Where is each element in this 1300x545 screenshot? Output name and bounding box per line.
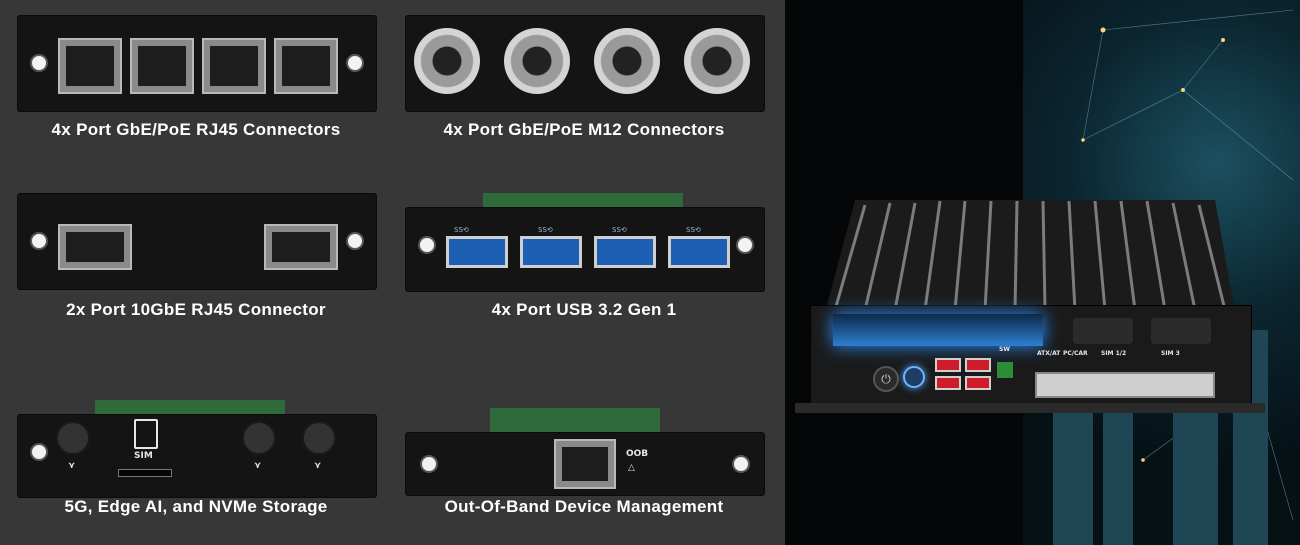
usb-port	[668, 236, 730, 268]
sim-slot	[118, 469, 172, 477]
usb-module-bracket: SS⟲ SS⟲ SS⟲ SS⟲	[405, 207, 765, 292]
m12-connector	[504, 28, 570, 94]
front-usb-port	[935, 358, 961, 372]
db9-cover	[1151, 318, 1211, 344]
mount-hole	[30, 54, 48, 72]
front-panel: ⏻ SW ATX/AT PC/CAR SIM 1/2 SIM 3	[810, 305, 1252, 412]
usb-logo-label: SS⟲	[454, 226, 469, 234]
usb-logo-label: SS⟲	[686, 226, 701, 234]
atx-label: ATX/AT	[1037, 350, 1061, 357]
network-icon: △	[628, 463, 635, 473]
usb-port	[446, 236, 508, 268]
mount-hole	[418, 236, 436, 254]
mount-hole	[30, 443, 48, 461]
rj45-port	[58, 38, 122, 94]
mount-hole	[732, 455, 750, 473]
mount-hole	[420, 455, 438, 473]
m12-connector	[414, 28, 480, 94]
module-caption: 4x Port USB 3.2 Gen 1	[491, 300, 677, 319]
module-caption: 2x Port 10GbE RJ45 Connector	[66, 300, 326, 319]
antenna-connector	[302, 421, 336, 455]
usb-logo-label: SS⟲	[538, 226, 553, 234]
heatsink-fins	[825, 200, 1235, 313]
oob-module-bracket: OOB △	[405, 432, 765, 496]
front-usb-port	[935, 376, 961, 390]
rj45-port	[202, 38, 266, 94]
reset-button	[903, 366, 925, 388]
mount-hole	[736, 236, 754, 254]
rj45-port	[274, 38, 338, 94]
front-usb-port	[965, 376, 991, 390]
rj45-port	[58, 224, 132, 270]
power-button: ⏻	[873, 366, 899, 392]
module-gallery: 4x Port GbE/PoE RJ45 Connectors 4x Port …	[17, 15, 765, 516]
mount-bracket	[795, 403, 1265, 413]
drive-tray	[1035, 372, 1215, 398]
module-caption: 4x Port GbE/PoE RJ45 Connectors	[51, 120, 341, 139]
m12-connector	[684, 28, 750, 94]
module-caption: 5G, Edge AI, and NVMe Storage	[64, 497, 328, 516]
expansion-slot	[833, 314, 1043, 346]
usb-port	[594, 236, 656, 268]
module-pcb	[483, 193, 683, 207]
module-pcb	[95, 400, 285, 414]
front-usb-port	[965, 358, 991, 372]
usb-port	[520, 236, 582, 268]
antenna-connector	[56, 421, 90, 455]
10gbe-module-bracket	[17, 193, 377, 290]
dip-switch	[997, 362, 1013, 378]
m12-module-bracket	[405, 15, 765, 112]
rj45-port	[130, 38, 194, 94]
module-caption: Out-Of-Band Device Management	[444, 497, 724, 516]
db9-cover	[1073, 318, 1133, 344]
antenna-icon: ⋎	[68, 461, 76, 471]
rj45-port	[264, 224, 338, 270]
m12-connector	[594, 28, 660, 94]
antenna-connector	[242, 421, 276, 455]
sw-label: SW	[999, 346, 1010, 353]
mount-hole	[30, 232, 48, 250]
sim3-label: SIM 3	[1161, 350, 1180, 357]
sim-label: SIM	[134, 451, 153, 461]
5g-module-bracket: ⋎ SIM ⋎ ⋎	[17, 414, 377, 498]
oob-label: OOB	[626, 449, 649, 459]
sim-icon	[134, 419, 158, 449]
oob-rj45-port	[554, 439, 616, 489]
module-pcb	[490, 408, 660, 434]
rj45-module-bracket	[17, 15, 377, 112]
mount-hole	[346, 54, 364, 72]
device-showcase: ⏻ SW ATX/AT PC/CAR SIM 1/2 SIM 3	[785, 0, 1300, 545]
pccar-label: PC/CAR	[1063, 350, 1088, 357]
antenna-icon: ⋎	[314, 461, 322, 471]
module-caption: 4x Port GbE/PoE M12 Connectors	[443, 120, 725, 139]
industrial-pc: ⏻ SW ATX/AT PC/CAR SIM 1/2 SIM 3	[795, 195, 1265, 420]
antenna-icon: ⋎	[254, 461, 262, 471]
mount-hole	[346, 232, 364, 250]
usb-logo-label: SS⟲	[612, 226, 627, 234]
sim12-label: SIM 1/2	[1101, 350, 1127, 357]
